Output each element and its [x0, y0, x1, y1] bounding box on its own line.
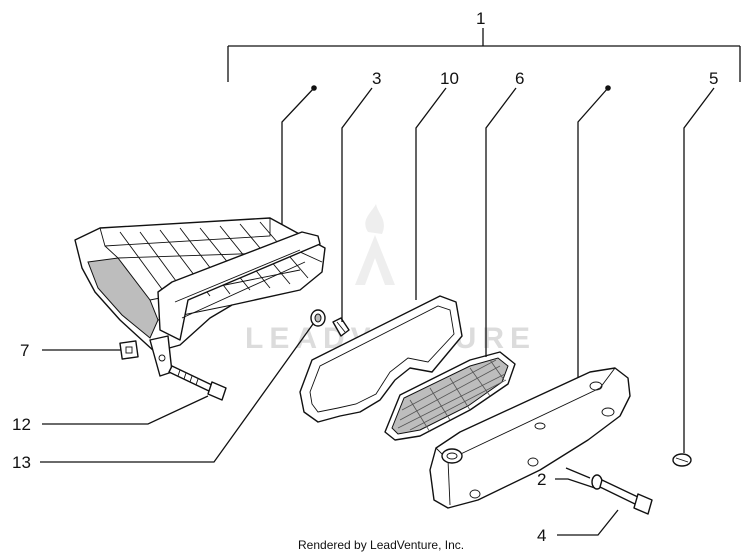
air-box-cover — [429, 367, 631, 509]
part-13-grommet — [310, 309, 326, 327]
part-4-bolt — [599, 479, 653, 515]
callout-labels: 1 3 10 6 5 7 12 13 2 4 — [12, 9, 718, 545]
watermark-logo-icon — [355, 204, 395, 285]
callout-1-bracket — [227, 28, 741, 82]
footer-credit: Rendered by LeadVenture, Inc. — [298, 538, 464, 552]
part-10-gasket — [299, 295, 463, 423]
part-12-bolt — [168, 365, 227, 401]
callout-5: 5 — [709, 69, 718, 88]
callout-10: 10 — [440, 69, 459, 88]
callout-4: 4 — [537, 526, 546, 545]
callout-7: 7 — [20, 341, 29, 360]
callout-1: 1 — [476, 9, 485, 28]
part-7-square-nut — [119, 340, 139, 360]
leader-lines — [40, 85, 715, 536]
air-box-body — [74, 217, 326, 377]
callout-2: 2 — [537, 470, 546, 489]
callout-13: 13 — [12, 453, 31, 472]
part-6-filter-element — [384, 351, 516, 441]
part-5-screw — [672, 453, 692, 467]
part-3-screw — [332, 317, 350, 337]
callout-6: 6 — [515, 69, 524, 88]
callout-3: 3 — [372, 69, 381, 88]
callout-12: 12 — [12, 415, 31, 434]
